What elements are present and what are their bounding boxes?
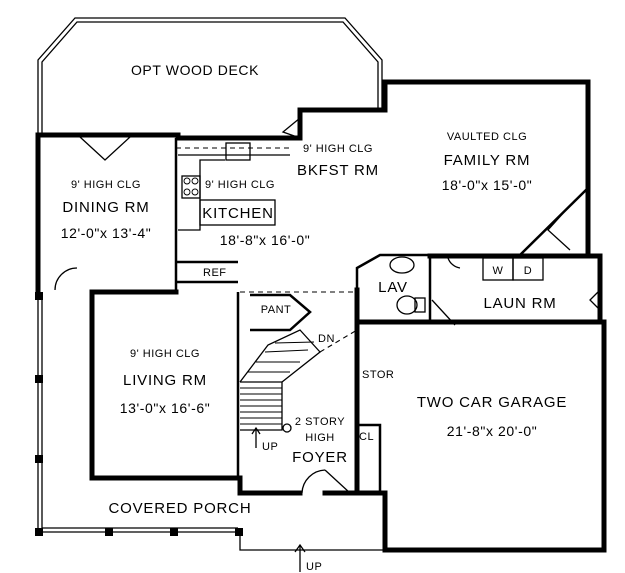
ref-label: REF — [203, 267, 227, 279]
stair-up-arrow — [251, 426, 261, 448]
dining-ceiling: 9' HIGH CLG — [71, 179, 141, 191]
family-name: FAMILY RM — [444, 152, 531, 169]
foyer-line2: HIGH — [305, 432, 335, 444]
stairs — [239, 329, 321, 433]
covered-porch — [35, 292, 385, 572]
dining-name: DINING RM — [62, 199, 149, 216]
kitchen-ceiling: 9' HIGH CLG — [205, 179, 275, 191]
kitchen-size: 18'-8"x 16'-0" — [220, 232, 311, 248]
doors — [54, 117, 601, 494]
dryer-label: D — [524, 265, 532, 277]
interior-walls — [174, 138, 432, 493]
kitchen-name: KITCHEN — [202, 205, 273, 222]
lav-label: LAV — [378, 279, 408, 296]
entry-up-label: UP — [306, 561, 322, 573]
family-size: 18'-0"x 15'-0" — [442, 177, 533, 193]
laundry-label: LAUN RM — [483, 295, 556, 312]
closet-label: CL — [359, 431, 374, 443]
wood-deck — [37, 17, 383, 133]
family-ceiling: VAULTED CLG — [447, 131, 527, 143]
bkfst-name: BKFST RM — [297, 162, 379, 179]
garage-name: TWO CAR GARAGE — [417, 394, 567, 411]
fireplace — [516, 187, 589, 257]
washer-dryer — [482, 257, 544, 281]
kitchen-counters — [176, 142, 290, 231]
living-ceiling: 9' HIGH CLG — [130, 348, 200, 360]
living-name: LIVING RM — [123, 372, 207, 389]
storage-label: STOR — [362, 369, 394, 381]
deck-label: OPT WOOD DECK — [131, 62, 259, 78]
living-size: 13'-0"x 16'-6" — [120, 400, 211, 416]
washer-label: W — [493, 265, 504, 277]
foyer-line1: 2 STORY — [295, 416, 345, 428]
lav-fixtures — [389, 256, 426, 315]
porch-name: COVERED PORCH — [109, 500, 252, 517]
opening-lines — [175, 232, 358, 353]
stairs-up-label: UP — [262, 441, 278, 453]
bkfst-ceiling: 9' HIGH CLG — [303, 143, 373, 155]
room-labels: OPT WOOD DECK 9' HIGH CLG DINING RM 12'-… — [61, 62, 567, 573]
pantry-label: PANT — [261, 304, 292, 316]
dining-size: 12'-0"x 13'-4" — [61, 225, 152, 241]
stairs-down-label: DN — [318, 333, 335, 345]
garage-size: 21'-8"x 20'-0" — [447, 423, 538, 439]
foyer-name: FOYER — [292, 449, 348, 466]
